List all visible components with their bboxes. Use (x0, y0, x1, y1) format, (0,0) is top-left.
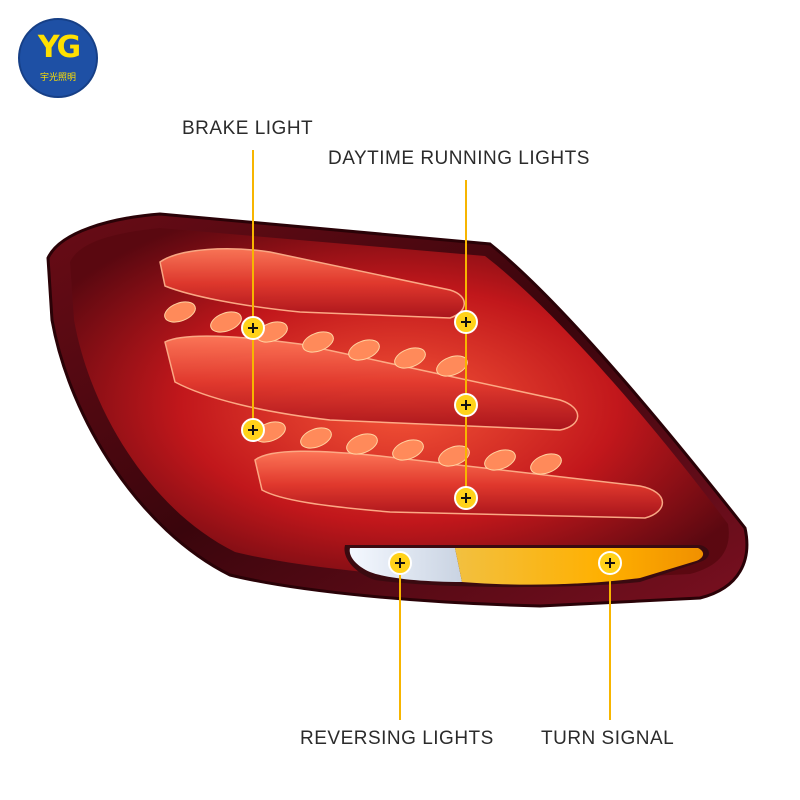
marker-reversing (388, 551, 412, 575)
marker-brake-1 (241, 316, 265, 340)
marker-turn-signal (598, 551, 622, 575)
lower-drl-strip (254, 450, 664, 519)
marker-drl-2 (454, 393, 478, 417)
brake-led-row-lower (254, 421, 562, 475)
brand-logo-mark: YG (37, 30, 81, 65)
daytime-running-lights-label: DAYTIME RUNNING LIGHTS (328, 148, 590, 169)
brake-light-label: BRAKE LIGHT (182, 118, 314, 139)
reversing-lights-label: REVERSING LIGHTS (300, 728, 494, 749)
brand-logo-text: 宇光照明 (39, 73, 76, 83)
marker-brake-2 (241, 418, 265, 442)
callout-markers (241, 310, 622, 575)
marker-drl-3 (454, 486, 478, 510)
turn-signal-label: TURN SIGNAL (541, 728, 675, 749)
upper-drl-strip (159, 248, 465, 319)
marker-drl-1 (454, 310, 478, 334)
turn-signal-lamp (455, 548, 704, 585)
brake-led-row-upper (164, 301, 468, 377)
brand-logo: YG 宇光照明 (18, 18, 98, 98)
